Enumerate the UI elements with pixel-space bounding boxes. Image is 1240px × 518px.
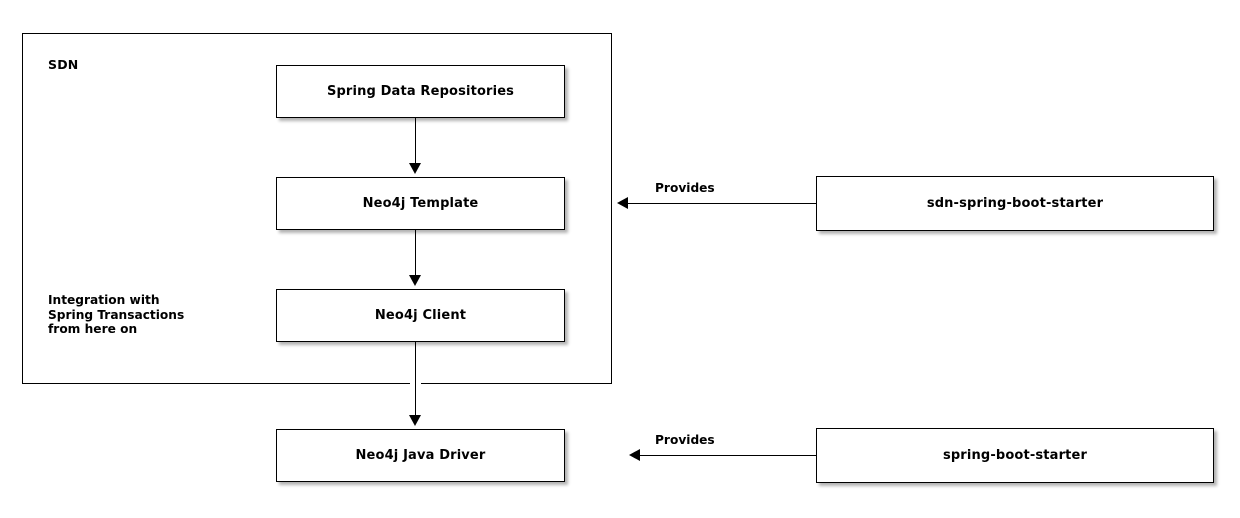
edge-provides-upper-arrowhead <box>617 197 628 209</box>
node-label-spring-boot-starter: spring-boot-starter <box>942 448 1088 463</box>
edge-provides-lower-arrowhead <box>629 449 640 461</box>
annotation-line-2: Spring Transactions <box>48 307 185 322</box>
edge-label-provides-upper: Provides <box>655 181 715 195</box>
node-label-neo4j-java-driver: Neo4j Java Driver <box>355 448 486 463</box>
node-neo4j-template[interactable]: Neo4j Template <box>276 177 565 230</box>
edge-provides-upper-line <box>628 203 817 204</box>
node-neo4j-java-driver[interactable]: Neo4j Java Driver <box>276 429 565 482</box>
connector-template-to-client-arrowhead <box>409 275 421 286</box>
node-label-neo4j-template: Neo4j Template <box>362 196 479 211</box>
edge-label-provides-lower: Provides <box>655 433 715 447</box>
node-spring-data-repositories[interactable]: Spring Data Repositories <box>276 65 565 118</box>
node-sdn-spring-boot-starter[interactable]: sdn-spring-boot-starter <box>816 176 1214 231</box>
connector-repositories-to-template-line <box>415 118 416 163</box>
node-label-sdn-spring-boot-starter: sdn-spring-boot-starter <box>926 196 1104 211</box>
annotation-line-1: Integration with <box>48 293 160 307</box>
node-label-neo4j-client: Neo4j Client <box>374 308 467 323</box>
connector-template-to-client-line <box>415 230 416 275</box>
connector-client-to-driver-line <box>415 342 416 415</box>
connector-client-to-driver-arrowhead <box>409 415 421 426</box>
annotation-line-3: from here on <box>48 322 138 336</box>
node-spring-boot-starter[interactable]: spring-boot-starter <box>816 428 1214 483</box>
sdn-group-label: SDN <box>48 57 79 72</box>
connector-repositories-to-template-arrowhead <box>409 163 421 174</box>
transaction-integration-annotation: Integration with Spring Transactions fro… <box>48 293 184 337</box>
node-label-spring-data-repositories: Spring Data Repositories <box>326 84 515 99</box>
edge-provides-lower-line <box>640 455 817 456</box>
node-neo4j-client[interactable]: Neo4j Client <box>276 289 565 342</box>
sdn-group-container <box>22 33 612 384</box>
